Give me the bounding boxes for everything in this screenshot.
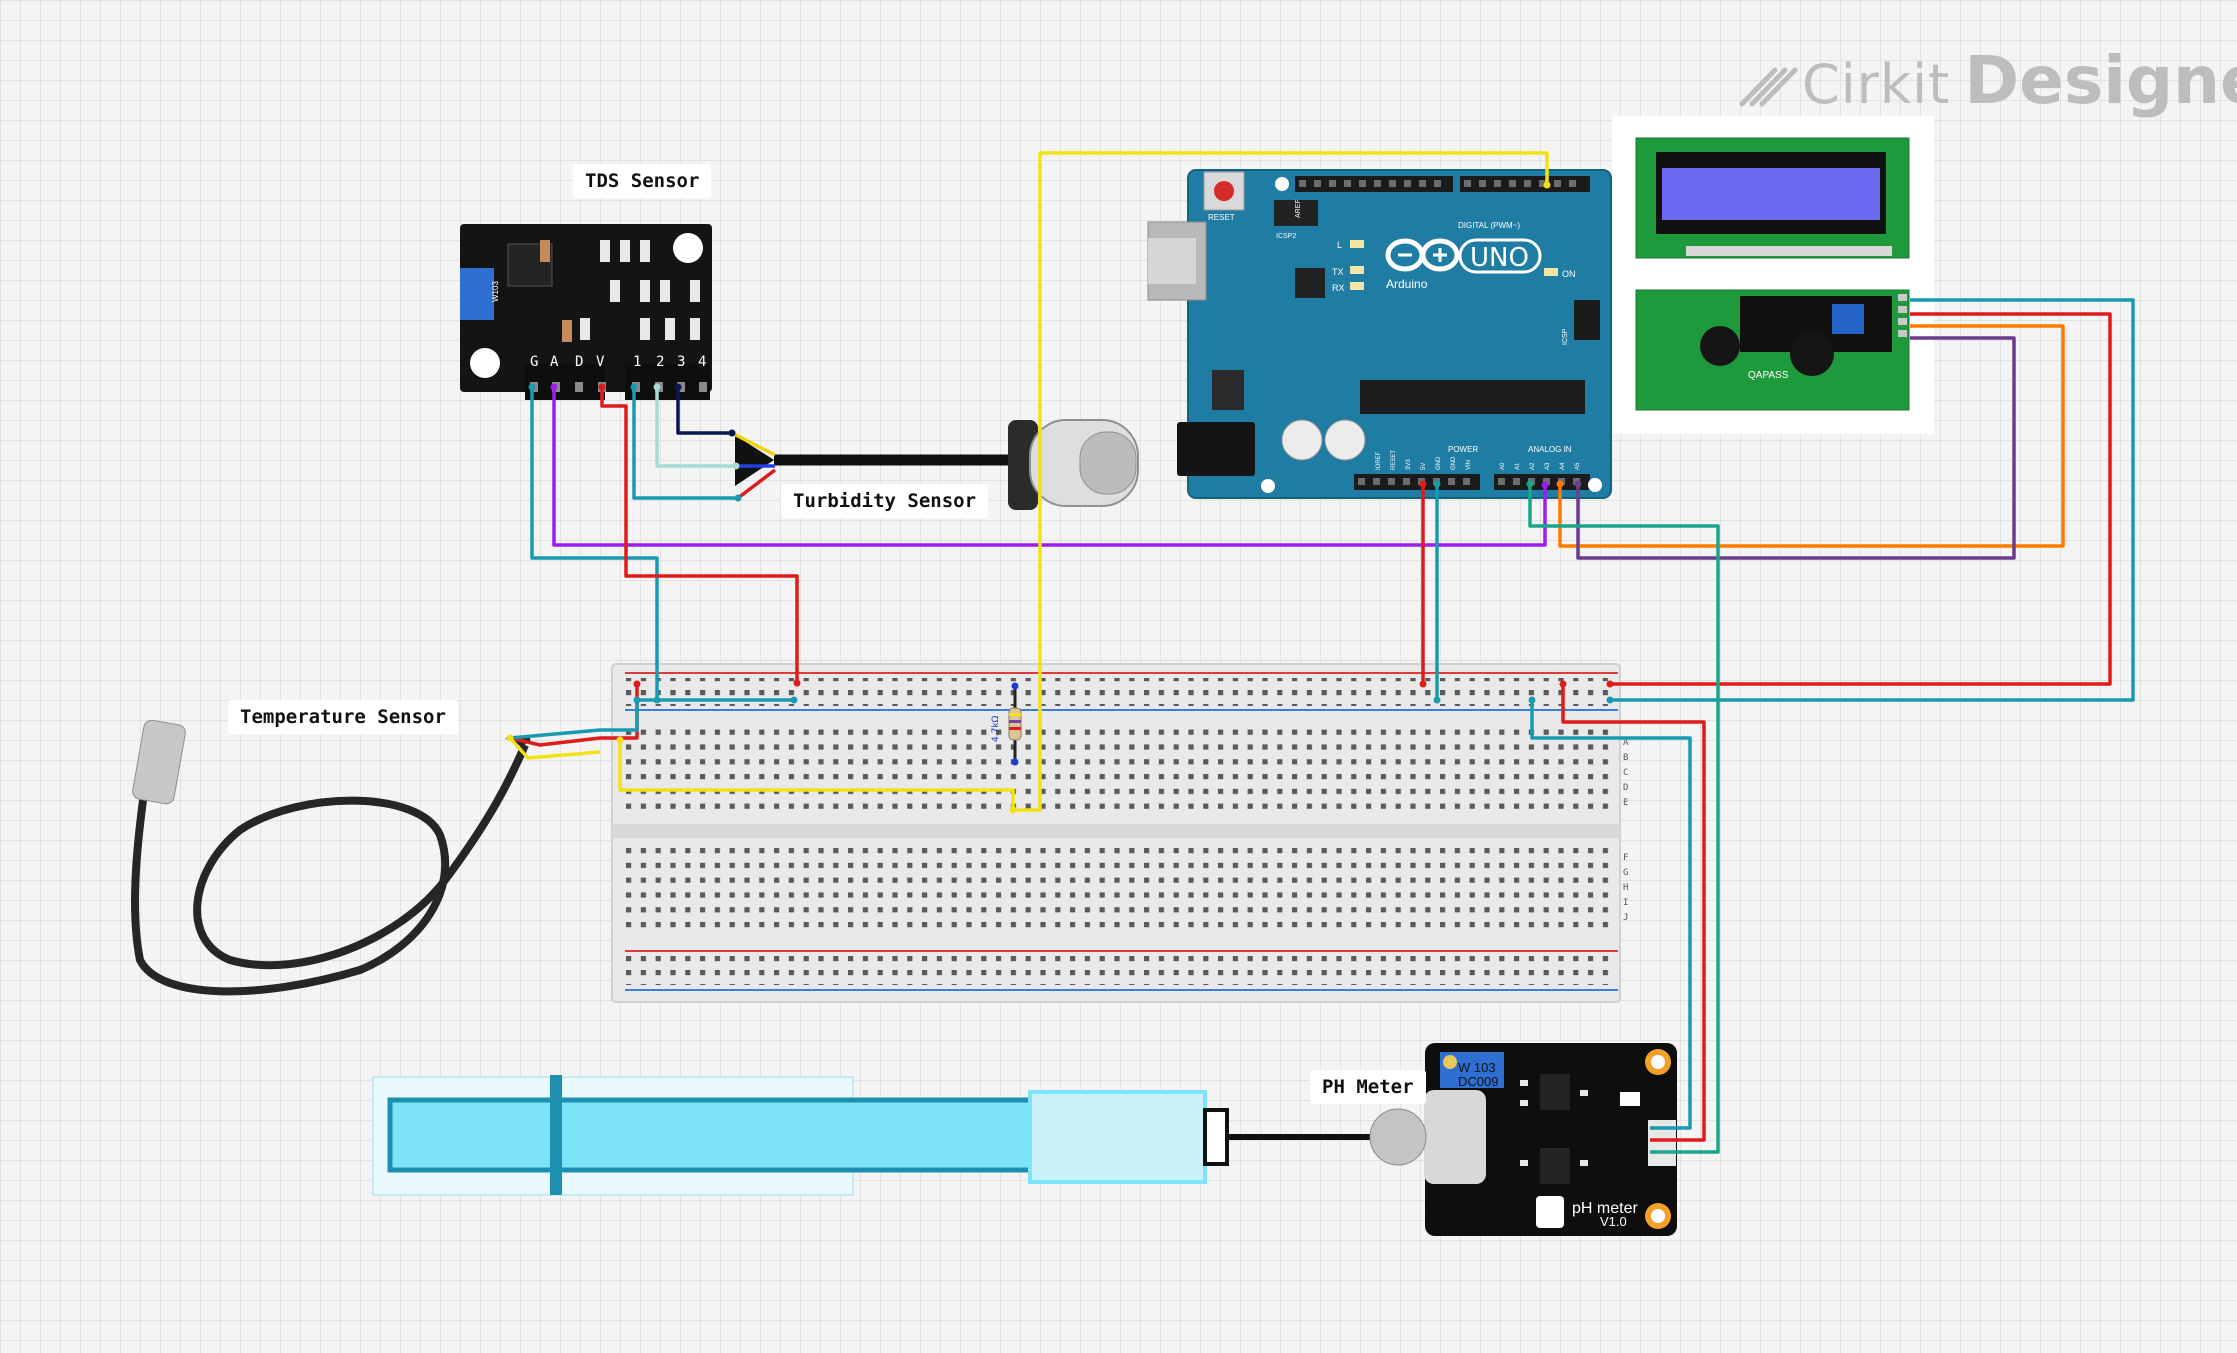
pin-ioref: IOREF xyxy=(1376,451,1382,470)
brand-word-designer: Designer xyxy=(1964,42,2237,119)
resistor-value: 4.7kΩ xyxy=(991,715,1001,742)
bb-row-b-label: B xyxy=(1623,753,1628,763)
tds-pin-3: 3 xyxy=(677,354,685,370)
tds-pin-v: V xyxy=(596,354,605,370)
bottom-terminal-strip[interactable] xyxy=(625,848,1610,936)
pin-reset: RESET xyxy=(1391,450,1397,470)
pin-vin: VIN xyxy=(1466,460,1472,470)
pin-a2: A2 xyxy=(1530,462,1536,470)
led-rx-label: RX xyxy=(1332,283,1345,293)
label-tds-sensor[interactable]: TDS Sensor xyxy=(573,164,712,198)
tds-pin-g: G xyxy=(530,354,538,370)
tds-sensor-board[interactable]: W103 G A D V 1 2 3 4 xyxy=(460,224,712,400)
bottom-power-rail[interactable] xyxy=(625,955,1615,985)
tds-pin-1: 1 xyxy=(633,354,641,370)
uno-label: UNO xyxy=(1470,243,1529,273)
arduino-uno[interactable]: RESET ICSP2 DIGITAL (PWM~) AREF L TX RX … xyxy=(1147,169,1612,499)
power-header[interactable] xyxy=(1354,474,1480,490)
ph-probe[interactable] xyxy=(372,1075,1375,1196)
power-label: POWER xyxy=(1448,445,1478,454)
tds-pin-4: 4 xyxy=(698,354,706,370)
pin-a5: A5 xyxy=(1575,462,1581,470)
pin-a0: A0 xyxy=(1500,462,1506,470)
reset-label: RESET xyxy=(1208,213,1235,222)
led-l-label: L xyxy=(1337,240,1342,250)
analog-label: ANALOG IN xyxy=(1528,445,1572,454)
pin-a3: A3 xyxy=(1545,462,1551,470)
led-on-label: ON xyxy=(1562,269,1576,279)
wire-endpoints xyxy=(506,181,1614,814)
turbidity-sensor[interactable] xyxy=(735,419,1139,510)
atmega-chip xyxy=(1360,380,1585,414)
top-power-rail[interactable] xyxy=(625,678,1615,706)
pin-gnd-2: GND xyxy=(1451,456,1457,470)
bb-row-a-label: A xyxy=(1623,738,1629,748)
arduino-wordmark: Arduino xyxy=(1386,277,1428,291)
label-temperature-sensor[interactable]: Temperature Sensor xyxy=(228,700,458,734)
icsp-label: ICSP xyxy=(1562,328,1569,345)
lcd-module[interactable]: QAPASS xyxy=(1612,116,1934,434)
lcd-screen xyxy=(1662,168,1880,220)
brand-wordmark: CirkitDesigner xyxy=(1738,42,2237,119)
led-tx-label: TX xyxy=(1332,267,1344,277)
label-turbidity-sensor[interactable]: Turbidity Sensor xyxy=(781,484,989,518)
pin-5v: 5V xyxy=(1421,463,1427,470)
tds-pin-d: D xyxy=(575,354,583,370)
temperature-sensor[interactable] xyxy=(131,719,531,996)
pin-3v3: 3V3 xyxy=(1406,459,1412,470)
ph-board-version: V1.0 xyxy=(1600,1214,1627,1229)
bb-row-f-label: F xyxy=(1623,853,1628,863)
bb-row-h-label: H xyxy=(1623,883,1628,893)
bb-row-g-label: G xyxy=(1623,868,1628,878)
bb-row-e-label: E xyxy=(1623,798,1628,808)
pin-a4: A4 xyxy=(1560,462,1566,470)
ph-board-name: pH meter xyxy=(1572,1200,1638,1217)
ph-pot-label-2: DC009 xyxy=(1458,1074,1498,1089)
ph-pot-label: W 103 xyxy=(1458,1060,1496,1075)
label-ph-meter[interactable]: PH Meter xyxy=(1310,1070,1426,1104)
top-terminal-strip[interactable] xyxy=(625,727,1610,815)
resistor[interactable]: 4.7kΩ xyxy=(991,682,1022,766)
bb-row-d-label: D xyxy=(1623,783,1628,793)
pin-a1: A1 xyxy=(1515,462,1521,470)
tds-pin-a: A xyxy=(550,354,559,370)
aref-label: AREF xyxy=(1295,199,1302,218)
digital-label: DIGITAL (PWM~) xyxy=(1458,221,1520,230)
arduino-logo xyxy=(1385,238,1460,272)
wires[interactable] xyxy=(508,151,2135,1154)
tds-pin-2: 2 xyxy=(656,354,664,370)
cirkit-logo-icon xyxy=(1739,67,1798,107)
breadboard[interactable]: A B C D E F G H I J 4.7kΩ xyxy=(611,663,1629,1003)
power-jack[interactable] xyxy=(1177,422,1255,476)
backpack-brand: QAPASS xyxy=(1748,370,1789,381)
bb-row-i-label: I xyxy=(1623,898,1628,908)
brand-word-cirkit: Cirkit xyxy=(1802,53,1951,116)
tds-pot-label: W103 xyxy=(491,281,500,302)
bb-row-j-label: J xyxy=(1623,913,1628,923)
icsp2-label: ICSP2 xyxy=(1276,233,1296,240)
pin-gnd-1: GND xyxy=(1436,456,1442,470)
bb-row-c-label: C xyxy=(1623,768,1628,778)
